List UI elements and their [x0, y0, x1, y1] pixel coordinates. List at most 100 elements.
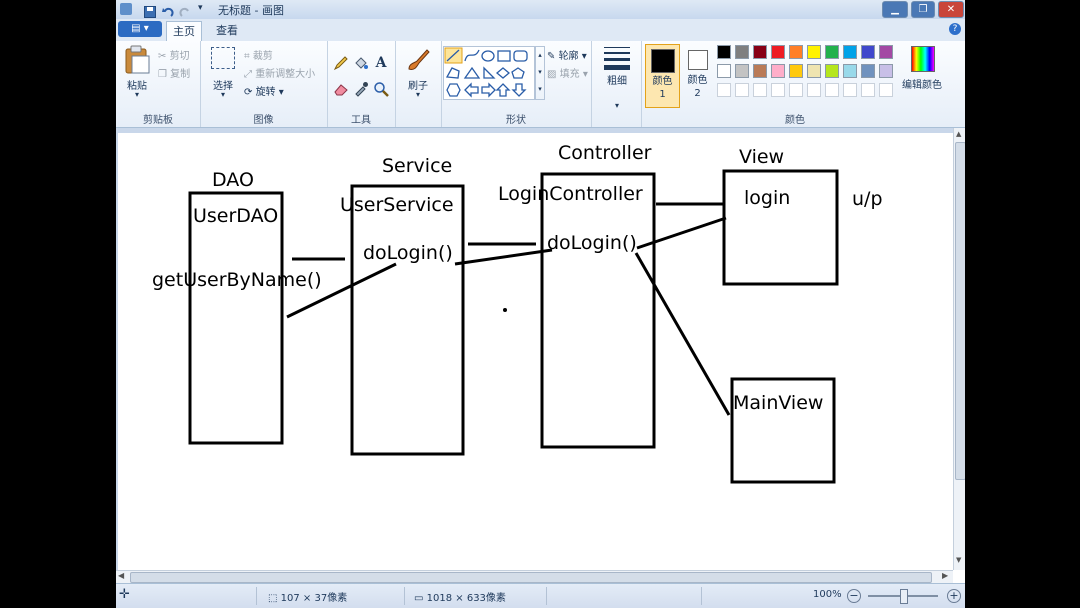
color-swatch[interactable] — [807, 45, 821, 59]
clipboard-group: 粘贴 ▾ ✂ 剪切 ❐ 复制 剪贴板 — [116, 41, 201, 127]
color-picker-icon[interactable] — [353, 81, 369, 97]
cut-button[interactable]: ✂ 剪切 — [158, 47, 190, 62]
custom-color-slot[interactable] — [753, 83, 767, 97]
custom-color-slot[interactable] — [861, 83, 875, 97]
connector-controller-mainview — [634, 252, 731, 416]
color-swatch[interactable] — [717, 45, 731, 59]
paste-button[interactable]: 粘贴 ▾ — [122, 45, 152, 103]
color2-button[interactable]: 颜色 2 — [681, 44, 714, 106]
custom-color-slot[interactable] — [789, 83, 803, 97]
color-swatch[interactable] — [843, 45, 857, 59]
color-swatch[interactable] — [717, 64, 731, 78]
crop-icon: ⌗ — [244, 51, 253, 62]
color-swatch[interactable] — [879, 64, 893, 78]
customize-qat-icon[interactable]: ▾ — [198, 3, 203, 13]
color2-label: 颜色 2 — [687, 75, 708, 99]
tab-view[interactable]: 查看 — [216, 24, 238, 37]
crop-label: 裁剪 — [252, 51, 273, 62]
color-swatch[interactable] — [753, 45, 767, 59]
text-tool-icon[interactable]: A — [375, 55, 387, 71]
color-swatch[interactable] — [825, 64, 839, 78]
service-box — [350, 184, 465, 456]
select-button[interactable]: 选择 ▾ — [208, 47, 238, 103]
outline-icon: ✎ — [547, 51, 559, 62]
label-dao: DAO — [212, 169, 254, 191]
fill-label: 填充 ▾ — [559, 69, 588, 80]
brush-button[interactable]: 刷子 ▾ — [401, 47, 435, 103]
size-dropdown-icon: ▾ — [614, 101, 619, 110]
color-swatch[interactable] — [807, 64, 821, 78]
color-swatch[interactable] — [843, 64, 857, 78]
custom-color-slot[interactable] — [879, 83, 893, 97]
paint-app-icon[interactable] — [120, 3, 132, 15]
size-group[interactable]: 粗细 ▾ — [591, 41, 642, 127]
color-swatch[interactable] — [789, 45, 803, 59]
custom-color-slot[interactable] — [807, 83, 821, 97]
status-divider — [701, 587, 702, 605]
label-dologin-controller: doLogin() — [547, 232, 637, 254]
brush-dropdown-icon: ▾ — [415, 90, 420, 99]
restore-button[interactable]: ❐ — [911, 1, 935, 18]
resize-button[interactable]: ⤢ 重新调整大小 — [244, 65, 315, 80]
color-swatch[interactable] — [735, 64, 749, 78]
custom-color-slot[interactable] — [735, 83, 749, 97]
color-swatch[interactable] — [771, 64, 785, 78]
copy-button[interactable]: ❐ 复制 — [158, 65, 190, 80]
brushes-group: 刷子 ▾ — [395, 41, 442, 127]
color-swatch[interactable] — [735, 45, 749, 59]
custom-color-slot[interactable] — [717, 83, 731, 97]
vertical-scrollbar[interactable]: ▲ ▼ — [953, 128, 965, 570]
color1-button[interactable]: 颜色 1 — [645, 44, 680, 108]
color-swatch[interactable] — [879, 45, 893, 59]
scroll-down-icon[interactable]: ▼ — [956, 556, 962, 564]
crop-button[interactable]: ⌗ 裁剪 — [244, 47, 273, 62]
horizontal-scroll-thumb[interactable] — [130, 572, 932, 583]
rotate-button[interactable]: ⟳ 旋转 ▾ — [244, 83, 284, 98]
image-group-label: 图像 — [253, 115, 274, 126]
minimize-button[interactable]: ▁ — [882, 1, 908, 18]
drawing-canvas[interactable]: DAO Service Controller View UserDAO User… — [118, 133, 953, 570]
paint-menu-button[interactable]: ▤ ▾ — [118, 21, 162, 37]
selection-size: ⬚ 107 × 37像素 — [268, 589, 347, 604]
color-swatch[interactable] — [861, 64, 875, 78]
color-swatch[interactable] — [753, 64, 767, 78]
color-swatch[interactable] — [861, 45, 875, 59]
fill-button[interactable]: ▨ 填充 ▾ — [547, 65, 588, 80]
color2-swatch — [688, 50, 708, 70]
scroll-right-icon[interactable]: ▶ — [942, 571, 949, 580]
tab-home[interactable]: 主页 — [166, 21, 202, 41]
zoom-slider-thumb[interactable] — [900, 589, 908, 604]
horizontal-scrollbar[interactable]: ◀ ▶ — [116, 570, 953, 583]
undo-icon[interactable] — [162, 3, 174, 17]
redo-icon[interactable] — [179, 3, 191, 17]
label-up: u/p — [852, 188, 883, 210]
scroll-left-icon[interactable]: ◀ — [118, 571, 125, 580]
save-icon[interactable] — [144, 3, 156, 18]
zoom-out-icon[interactable]: − — [847, 589, 861, 603]
outline-label: 轮廓 ▾ — [558, 51, 587, 62]
help-icon[interactable]: ? — [949, 23, 961, 35]
color-swatch[interactable] — [825, 45, 839, 59]
outline-button[interactable]: ✎ 轮廓 ▾ — [547, 47, 587, 62]
status-divider — [256, 587, 257, 605]
zoom-in-icon[interactable]: + — [947, 589, 961, 603]
color-swatch[interactable] — [789, 64, 803, 78]
dao-box — [188, 191, 284, 445]
window-title: 无标题 - 画图 — [218, 4, 284, 17]
eraser-icon[interactable] — [333, 81, 349, 97]
connector-controller-login — [636, 216, 727, 250]
edit-colors-button[interactable]: 编辑颜色 — [898, 44, 946, 104]
custom-color-slot[interactable] — [825, 83, 839, 97]
edit-colors-label: 编辑颜色 — [902, 80, 942, 91]
magnifier-icon[interactable] — [373, 81, 389, 97]
pencil-icon[interactable] — [333, 55, 349, 71]
close-button[interactable]: ✕ — [938, 1, 964, 18]
fill-bucket-icon[interactable] — [353, 55, 369, 71]
shapes-scroll-icon[interactable]: ▴▾▾ — [535, 46, 545, 100]
shapes-gallery[interactable] — [443, 46, 535, 100]
vertical-scroll-thumb[interactable] — [955, 142, 965, 480]
custom-color-slot[interactable] — [843, 83, 857, 97]
custom-color-slot[interactable] — [771, 83, 785, 97]
color-swatch[interactable] — [771, 45, 785, 59]
scroll-up-icon[interactable]: ▲ — [956, 130, 962, 138]
